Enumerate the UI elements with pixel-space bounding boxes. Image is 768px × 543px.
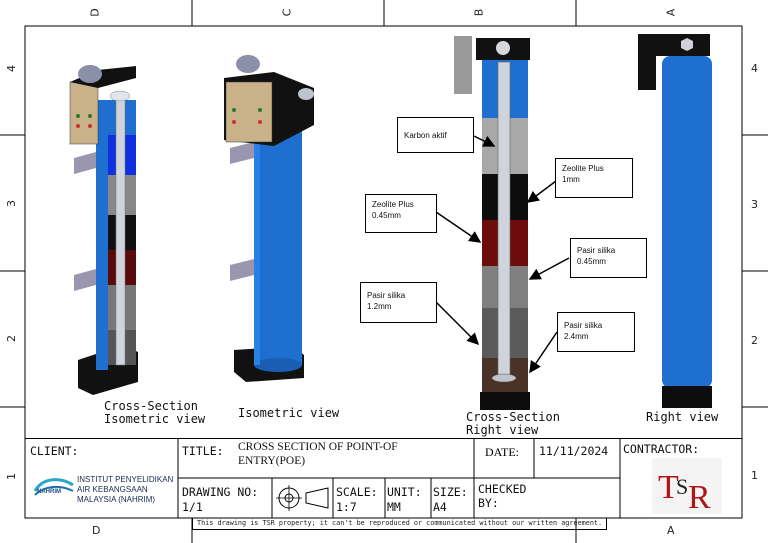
- callout-pasir-24-line1: Pasir silika: [564, 321, 603, 330]
- callout-zeolite-1mm: Zeolite Plus 1mm: [555, 158, 633, 198]
- client-name-line3: MALAYSIA (NAHRIM): [77, 495, 156, 504]
- callout-karbon-text: Karbon aktif: [404, 131, 447, 140]
- projection-symbol-icon: [276, 485, 329, 511]
- scale-label: SCALE:: [336, 485, 378, 499]
- contractor-label: CONTRACTOR:: [623, 442, 700, 456]
- right-view-drawing: [638, 34, 712, 408]
- zone-bottom-d: D: [92, 524, 101, 537]
- date-label: DATE:: [485, 445, 519, 459]
- date-value: 11/11/2024: [539, 444, 609, 458]
- zone-right-4: 4: [751, 62, 758, 75]
- callout-pasir-24: Pasir silika 2.4mm: [557, 312, 635, 352]
- view-label-isometric: Isometric view: [238, 406, 340, 420]
- client-name-line1: INSTITUT PENYELIDIKAN: [77, 475, 174, 484]
- callout-zeolite-1mm-line1: Zeolite Plus: [562, 164, 604, 173]
- callout-pasir-12-line1: Pasir silika: [367, 291, 406, 300]
- unit-value: MM: [387, 500, 401, 514]
- callout-pasir-12-line2: 1.2mm: [367, 302, 392, 311]
- callout-zeolite-045-line2: 0.45mm: [372, 211, 401, 220]
- callout-pasir-045-line2: 0.45mm: [577, 257, 606, 266]
- nahrim-logo: NAHRIM: [33, 475, 75, 506]
- title-label: TITLE:: [182, 444, 224, 458]
- zone-right-1: 1: [751, 469, 758, 482]
- client-label: CLIENT:: [30, 444, 79, 458]
- zone-right-3: 3: [751, 198, 758, 211]
- tsr-logo-icon: T S R: [652, 458, 722, 514]
- callout-pasir-24-line2: 2.4mm: [564, 332, 589, 341]
- unit-label: UNIT:: [387, 485, 422, 499]
- size-label: SIZE:: [433, 485, 468, 499]
- callout-zeolite-1mm-line2: 1mm: [562, 175, 580, 184]
- zone-right-2: 2: [751, 334, 758, 347]
- callout-zeolite-045-line1: Zeolite Plus: [372, 200, 414, 209]
- svg-text:S: S: [676, 474, 688, 499]
- callout-zeolite-045: Zeolite Plus 0.45mm: [365, 194, 437, 233]
- scale-value: 1:7: [336, 500, 357, 514]
- svg-text:R: R: [688, 479, 711, 514]
- drawing-no-label: DRAWING NO:: [182, 485, 259, 499]
- svg-text:T: T: [658, 469, 679, 506]
- title-value: CROSS SECTION OF POINT-OF ENTRY(POE): [238, 441, 398, 467]
- view-label-right: Right view: [646, 410, 719, 424]
- isometric-drawing: [224, 55, 314, 382]
- view-label-cross-section-right: Cross-Section Right view: [466, 410, 560, 437]
- callout-karbon-aktif: Karbon aktif: [397, 117, 474, 153]
- callout-pasir-045: Pasir silika 0.45mm: [570, 238, 647, 278]
- checked-by-label: CHECKED BY:: [478, 482, 527, 510]
- footer-note: This drawing is TSR property; it can't b…: [192, 518, 608, 530]
- size-value: A4: [433, 500, 447, 514]
- cross-section-right-drawing: [454, 36, 530, 410]
- cross-section-isometric-drawing: [69, 65, 138, 395]
- callout-pasir-12: Pasir silika 1.2mm: [360, 282, 437, 323]
- title-block: [25, 438, 742, 518]
- callout-pasir-045-line1: Pasir silika: [577, 246, 616, 255]
- drawing-no-value: 1/1: [182, 500, 203, 514]
- nahrim-logo-text: NAHRIM: [37, 489, 61, 495]
- nahrim-wave-icon: [33, 478, 74, 496]
- client-name: INSTITUT PENYELIDIKAN AIR KEBANGSAAN MAL…: [77, 475, 173, 505]
- client-name-line2: AIR KEBANGSAAN: [77, 485, 148, 494]
- view-label-cross-section-isometric: Cross-Section Isometric view: [104, 399, 206, 426]
- zone-bottom-a: A: [667, 524, 675, 537]
